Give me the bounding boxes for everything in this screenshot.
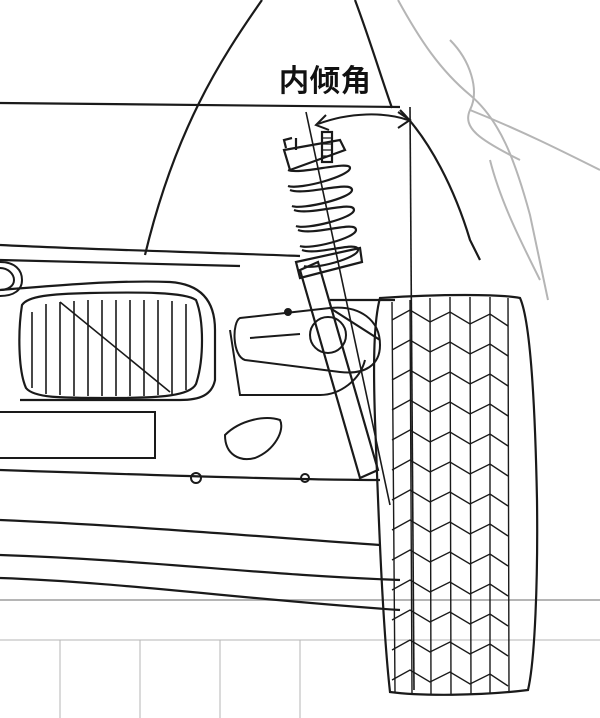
arc-arrowhead-left xyxy=(314,114,330,131)
car-body-outline xyxy=(0,0,481,612)
kidney-grille xyxy=(18,291,204,400)
arc-arrowhead-right xyxy=(397,111,412,129)
vertical-reference-line xyxy=(409,106,415,691)
headlight-and-vents xyxy=(0,306,382,484)
brand-badge xyxy=(0,261,24,297)
axis-lines xyxy=(305,106,415,691)
tire xyxy=(372,293,539,696)
strut-damper xyxy=(298,260,395,480)
kingpin-axis-line xyxy=(305,111,391,506)
coil-spring xyxy=(282,130,364,280)
kingpin-inclination-label: 内倾角 xyxy=(279,64,372,99)
angle-arc xyxy=(314,111,412,131)
